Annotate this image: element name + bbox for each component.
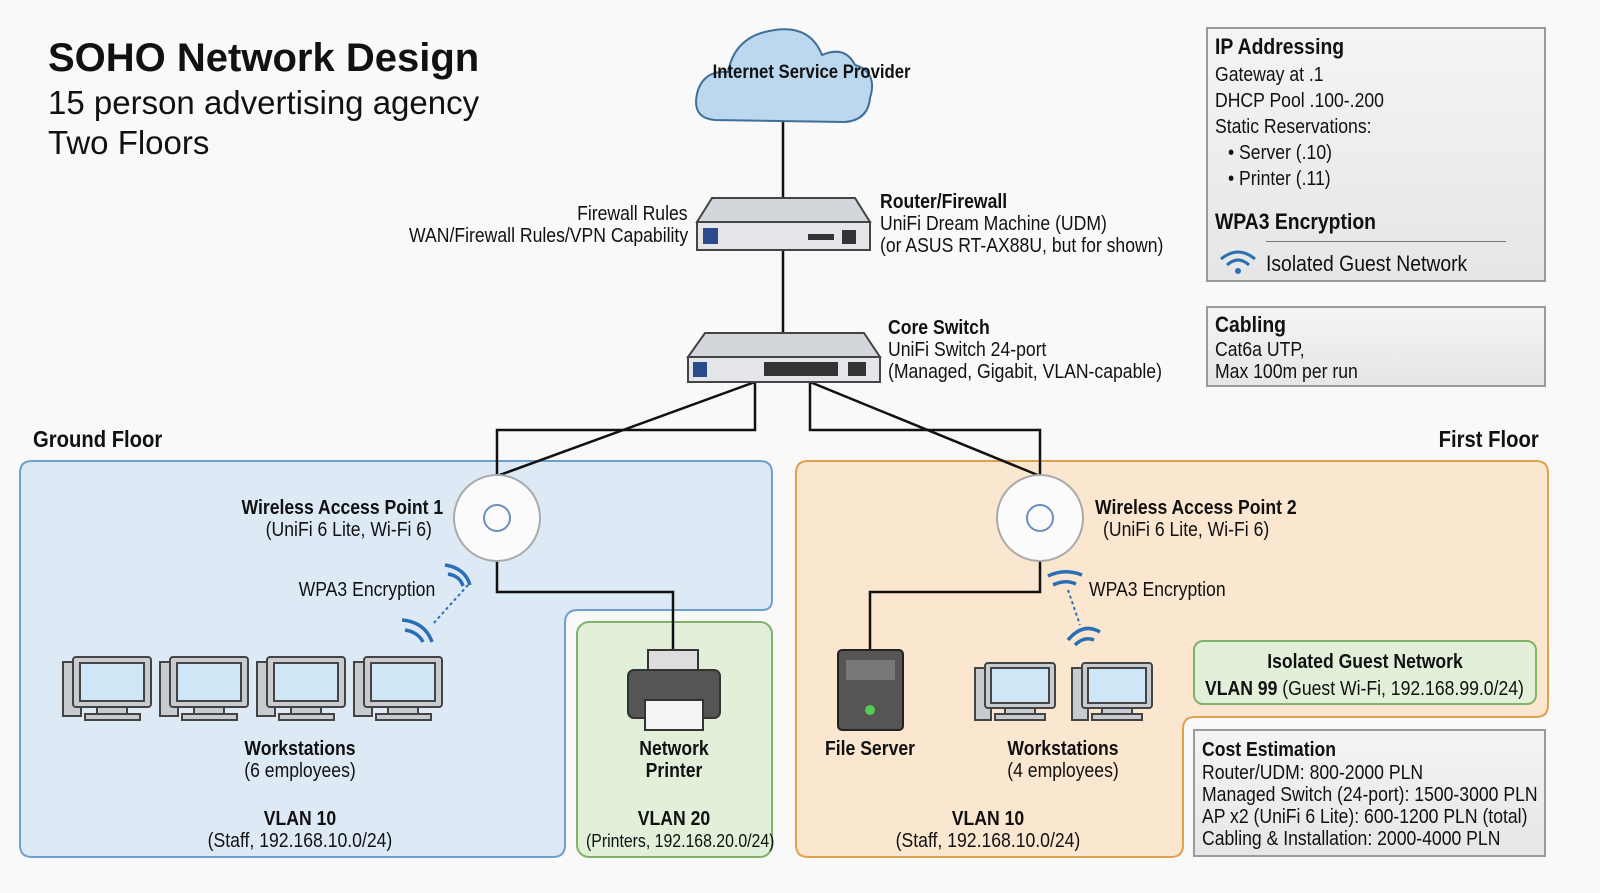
- computer-icon: [1071, 662, 1153, 721]
- ip-printer-text: Printer (.11): [1239, 168, 1331, 190]
- router-firewall-rules: Firewall Rules: [577, 203, 688, 225]
- cabling-type: Cat6a UTP,: [1215, 339, 1305, 361]
- cabling-max: Max 100m per run: [1215, 361, 1358, 383]
- first-floor-zone: [795, 460, 1549, 858]
- first-floor-label: First Floor: [1438, 426, 1539, 452]
- computer-icon: [159, 656, 249, 721]
- switch-model: UniFi Switch 24-port: [888, 339, 1047, 361]
- workstation-icons: [62, 656, 1153, 721]
- printer-vlan-subnet: (Printers, 192.168.20.0/24): [586, 831, 775, 851]
- router-title: Router/Firewall: [880, 191, 1008, 213]
- access-point-2-icon: [996, 474, 1084, 562]
- printer-icon: [627, 649, 721, 731]
- subtitle-floors: Two Floors: [48, 124, 210, 161]
- printer-zone: [576, 621, 773, 858]
- ground-vlan-subnet: (Staff, 192.168.10.0/24): [207, 830, 393, 852]
- router-model: UniFi Dream Machine (UDM): [880, 213, 1107, 235]
- printer-title: Network: [639, 738, 709, 760]
- cost-estimation-box: Cost Estimation Router/UDM: 800-2000 PLN…: [1193, 729, 1546, 857]
- router-alt: (or ASUS RT-AX88U, but for shown): [880, 235, 1164, 257]
- printer-vlan: VLAN 20: [637, 808, 711, 830]
- ap1-wpa: WPA3 Encryption: [298, 579, 435, 601]
- switch-title: Core Switch: [888, 317, 990, 339]
- printer-title-2: Printer: [645, 760, 703, 782]
- ip-addressing-box: IP Addressing Gateway at .1 DHCP Pool .1…: [1206, 27, 1546, 282]
- cost-item: Router/UDM: 800-2000 PLN: [1202, 762, 1424, 784]
- ap2-model: (UniFi 6 Lite, Wi-Fi 6): [1103, 519, 1270, 541]
- ip-server: • Server (.10): [1228, 142, 1332, 164]
- ap1-model: (UniFi 6 Lite, Wi-Fi 6): [265, 519, 432, 541]
- ip-static: Static Reservations:: [1215, 116, 1372, 138]
- subtitle: 15 person advertising agency: [48, 84, 480, 121]
- computer-icon: [256, 656, 346, 721]
- switch-icon: [686, 332, 882, 383]
- cloud-icon: [695, 28, 874, 124]
- access-point-1-icon: [453, 474, 541, 562]
- workstations-first-title: Workstations: [1007, 738, 1119, 760]
- router-capability: WAN/Firewall Rules/VPN Capability: [408, 225, 688, 247]
- wpa3-guest: Isolated Guest Network: [1266, 251, 1468, 276]
- file-server-icon: [837, 649, 904, 731]
- cabling-box: Cabling Cat6a UTP, Max 100m per run: [1206, 306, 1546, 387]
- cost-item: AP x2 (UniFi 6 Lite): 600-1200 PLN (tota…: [1202, 806, 1528, 828]
- ip-server-text: Server (.10): [1239, 142, 1332, 164]
- switch-features: (Managed, Gigabit, VLAN-capable): [888, 361, 1162, 383]
- guest-network-vlan: VLAN 99 (Guest Wi-Fi, 192.168.99.0/24): [1205, 678, 1524, 700]
- first-vlan: VLAN 10: [951, 808, 1025, 830]
- ground-floor-label: Ground Floor: [33, 426, 163, 452]
- ground-vlan: VLAN 10: [263, 808, 337, 830]
- divider: [1266, 241, 1506, 242]
- workstations-first-count: (4 employees): [1007, 760, 1119, 782]
- file-server-label: File Server: [824, 738, 916, 760]
- cost-item: Managed Switch (24-port): 1500-3000 PLN: [1202, 784, 1538, 806]
- cabling-title: Cabling: [1215, 312, 1286, 337]
- ap2-title: Wireless Access Point 2: [1095, 497, 1297, 519]
- ip-printer: • Printer (.11): [1228, 168, 1331, 190]
- guest-vlan-id: VLAN 99: [1205, 678, 1278, 700]
- cables: [495, 120, 1042, 650]
- cost-item: Cabling & Installation: 2000-4000 PLN: [1202, 828, 1501, 850]
- cost-title: Cost Estimation: [1202, 739, 1336, 761]
- computer-icon: [974, 662, 1056, 721]
- wifi-icon: [1220, 250, 1256, 274]
- computer-icon: [62, 656, 152, 721]
- isp-label: Internet Service Provider: [712, 62, 911, 83]
- page-title: SOHO Network Design: [48, 36, 480, 80]
- wpa3-title: WPA3 Encryption: [1215, 209, 1376, 234]
- computer-icon: [353, 656, 443, 721]
- guest-network-title: Isolated Guest Network: [1267, 651, 1463, 673]
- ip-gateway: Gateway at .1: [1215, 64, 1324, 86]
- workstations-ground-title: Workstations: [244, 738, 356, 760]
- router-icon: [695, 197, 872, 251]
- ap2-wpa: WPA3 Encryption: [1089, 579, 1226, 601]
- guest-network-box: Isolated Guest Network VLAN 99 (Guest Wi…: [1193, 640, 1537, 705]
- ip-title: IP Addressing: [1215, 34, 1345, 59]
- first-vlan-subnet: (Staff, 192.168.10.0/24): [895, 830, 1081, 852]
- ap1-title: Wireless Access Point 1: [241, 497, 443, 519]
- guest-vlan-subnet: (Guest Wi-Fi, 192.168.99.0/24): [1282, 678, 1524, 700]
- ip-dhcp: DHCP Pool .100-.200: [1215, 90, 1384, 112]
- wifi-icons: [401, 563, 1101, 647]
- workstations-ground-count: (6 employees): [244, 760, 356, 782]
